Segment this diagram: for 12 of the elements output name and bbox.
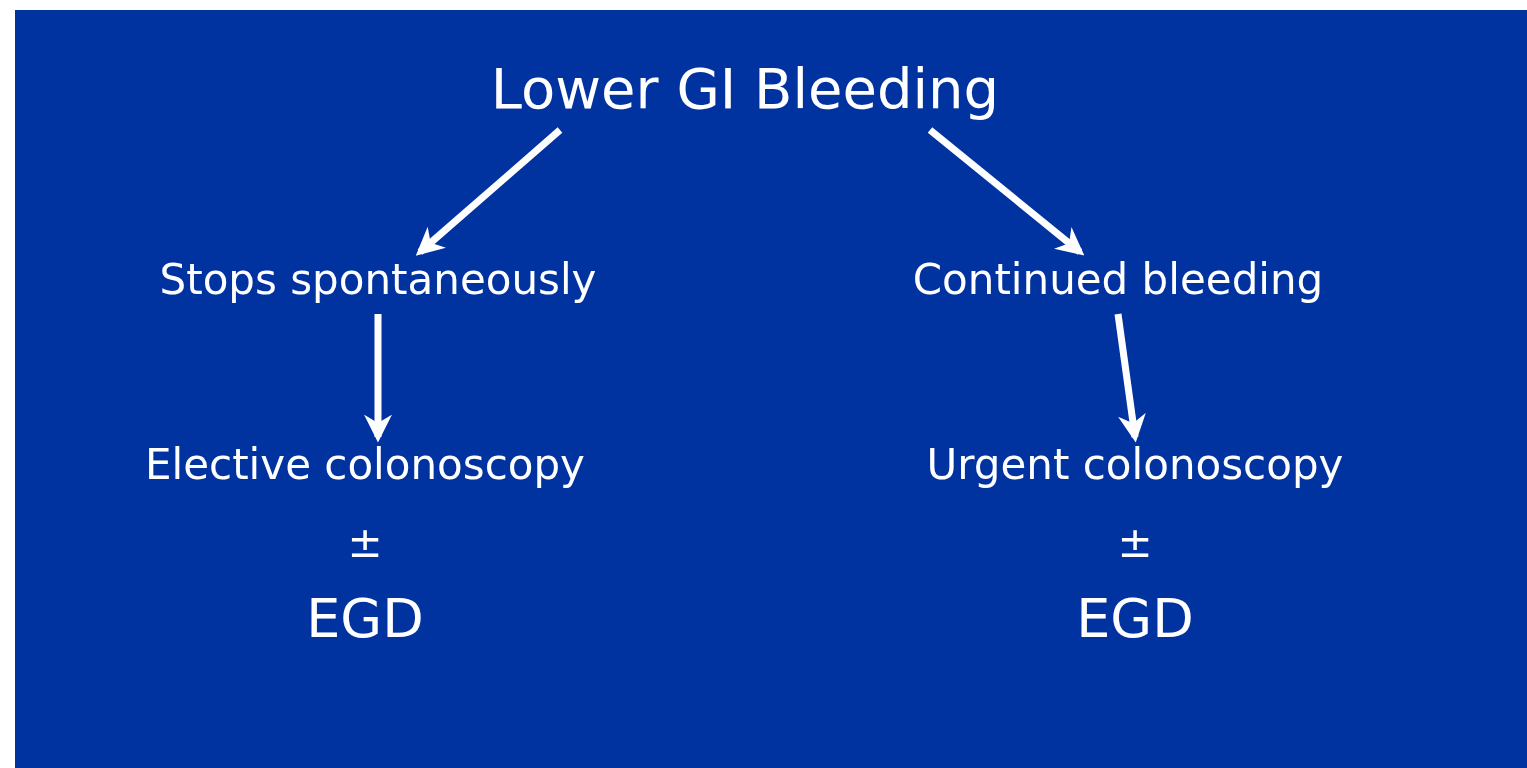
plus-minus-sign: ± bbox=[347, 518, 383, 569]
arrow bbox=[415, 127, 563, 256]
arrow bbox=[927, 127, 1085, 256]
step-text: EGD bbox=[1076, 586, 1194, 652]
step-text: Elective colonoscopy bbox=[145, 440, 585, 491]
step-text: Lower GI Bleeding bbox=[490, 55, 1000, 123]
step-text: Stops spontaneously bbox=[159, 255, 597, 306]
arrow bbox=[1114, 313, 1146, 443]
step-text: EGD bbox=[306, 586, 424, 652]
plus-minus-sign: ± bbox=[1117, 518, 1153, 569]
step-text: Urgent colonoscopy bbox=[926, 440, 1344, 491]
step-text: Continued bleeding bbox=[912, 255, 1324, 306]
